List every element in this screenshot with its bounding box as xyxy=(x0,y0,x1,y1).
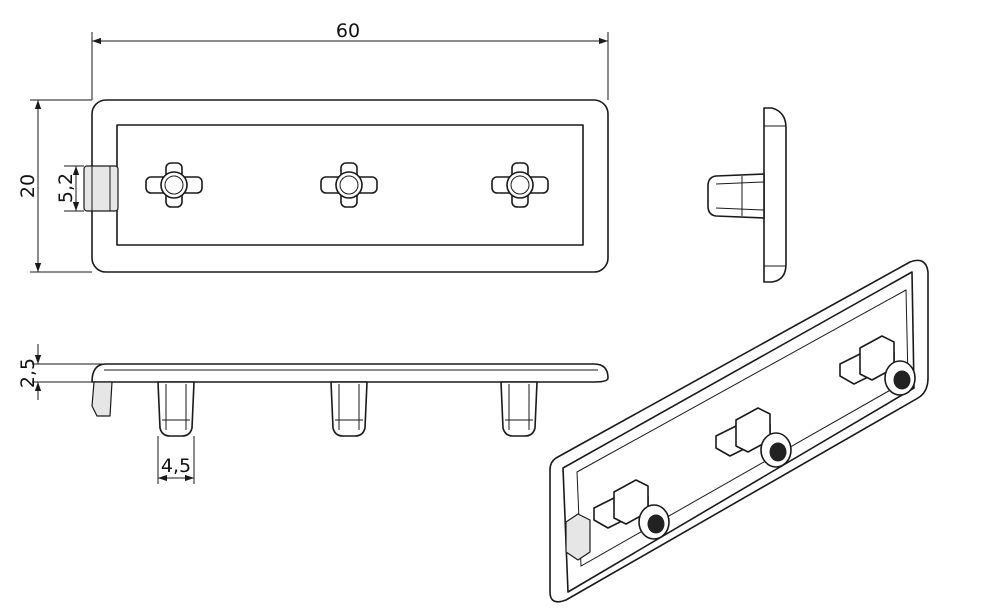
side-tab xyxy=(83,165,119,212)
dimension-height: 20 xyxy=(17,99,92,273)
isometric-view xyxy=(549,259,929,603)
dimension-tab-width: 5,2 xyxy=(55,165,84,212)
dimension-thickness: 2,5 xyxy=(17,344,106,400)
top-view: 2,5 4,5 xyxy=(17,344,609,484)
dimension-pin-width-label: 4,5 xyxy=(161,455,191,477)
dimension-length: 60 xyxy=(91,20,609,100)
pin-front-2 xyxy=(320,162,378,208)
pin-front-1 xyxy=(145,162,203,208)
side-view xyxy=(707,107,787,283)
top-side-tab xyxy=(91,381,113,417)
iso-side-tab xyxy=(565,513,591,561)
pin-iso-1 xyxy=(593,479,670,540)
pin-top-2 xyxy=(330,381,368,437)
dimension-height-label: 20 xyxy=(17,174,39,198)
pin-iso-2 xyxy=(715,407,792,468)
pin-top-1 xyxy=(157,381,195,437)
side-plate xyxy=(763,107,787,283)
pin-front-3 xyxy=(491,162,549,208)
dimension-tab-width-label: 5,2 xyxy=(55,173,77,203)
dimension-thickness-label: 2,5 xyxy=(17,358,39,388)
top-plate xyxy=(91,363,609,383)
front-view: 60 20 5,2 xyxy=(17,20,609,273)
side-pin xyxy=(707,173,765,219)
pin-top-3 xyxy=(500,381,538,437)
dimension-length-label: 60 xyxy=(336,20,360,42)
dimension-pin-width: 4,5 xyxy=(157,436,195,484)
pin-iso-3 xyxy=(839,335,916,396)
